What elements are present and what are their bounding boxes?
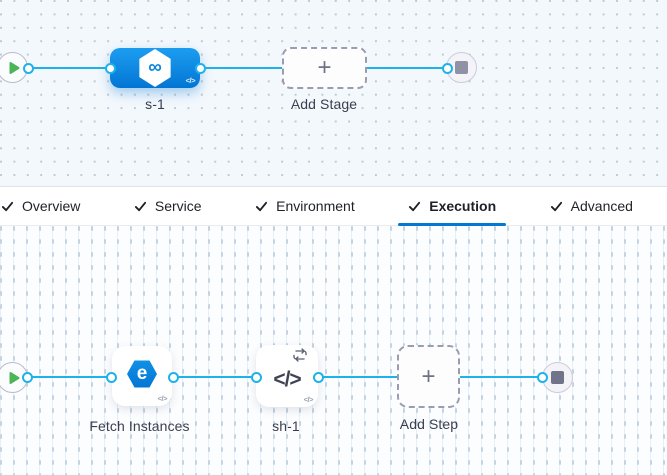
step-label: sh-1 [272, 418, 300, 434]
execution-canvas[interactable]: e </> Fetch Instances </> </> sh-1 + Add… [0, 226, 667, 475]
stage-config-tabs: Overview Service Environment Execution A… [0, 186, 667, 226]
tab-advanced[interactable]: Advanced [540, 187, 643, 225]
check-icon [550, 200, 563, 213]
check-icon [408, 200, 421, 213]
connector-port [441, 62, 453, 74]
tab-execution[interactable]: Execution [398, 187, 507, 226]
stage-canvas[interactable]: ∞ </> s-1 + Add Stage [0, 0, 667, 186]
check-icon [1, 200, 14, 213]
step-label: Fetch Instances [89, 418, 190, 434]
step-node-fetch-instances[interactable]: e </> [112, 346, 172, 406]
code-icon: </> [157, 394, 168, 403]
connector-port [22, 62, 34, 74]
add-step-button[interactable]: + [397, 345, 460, 408]
connector-port [194, 62, 206, 74]
edge [28, 66, 110, 70]
add-stage-label: Add Stage [290, 96, 358, 112]
connector-port [167, 371, 179, 383]
connector-port [105, 371, 117, 383]
stage-label: s-1 [145, 96, 165, 112]
edge [459, 375, 543, 379]
edge [366, 66, 447, 70]
edge [318, 375, 398, 379]
tab-label: Environment [276, 198, 355, 214]
check-icon [134, 200, 147, 213]
tab-label: Service [154, 198, 202, 214]
edge [200, 66, 283, 70]
edge [27, 375, 111, 379]
tab-environment[interactable]: Environment [245, 187, 365, 225]
execution-start-node [0, 362, 28, 393]
play-icon [9, 61, 19, 74]
fetch-instances-icon: e [127, 360, 157, 388]
shell-script-icon: </> [273, 367, 301, 391]
add-step-label: Add Step [399, 416, 459, 432]
stage-node-s1[interactable]: ∞ </> [110, 48, 200, 88]
connector-port [104, 62, 116, 74]
tab-label: Execution [429, 198, 497, 214]
step-node-sh-1[interactable]: </> </> [256, 345, 318, 407]
code-icon: </> [303, 395, 314, 404]
stop-icon [551, 371, 564, 384]
plus-icon: + [317, 54, 332, 81]
loop-strategy-icon [292, 348, 308, 367]
tab-overview[interactable]: Overview [0, 187, 90, 225]
check-icon [255, 200, 268, 213]
pipeline-hexagon-infinity-icon: ∞ [139, 49, 171, 87]
connector-port [312, 371, 324, 383]
play-icon [9, 371, 19, 384]
tab-service[interactable]: Service [124, 187, 212, 225]
tab-label: Advanced [570, 198, 633, 214]
fetch-e-glyph: e [136, 363, 148, 384]
edge [173, 375, 257, 379]
connector-port [21, 371, 33, 383]
plus-icon: + [421, 362, 436, 390]
infinity-glyph: ∞ [148, 57, 162, 78]
code-icon: </> [185, 76, 196, 85]
add-stage-button[interactable]: + [282, 47, 367, 89]
stop-icon [455, 61, 468, 74]
tab-label: Overview [22, 198, 81, 214]
connector-port [536, 371, 548, 383]
connector-port [250, 371, 262, 383]
